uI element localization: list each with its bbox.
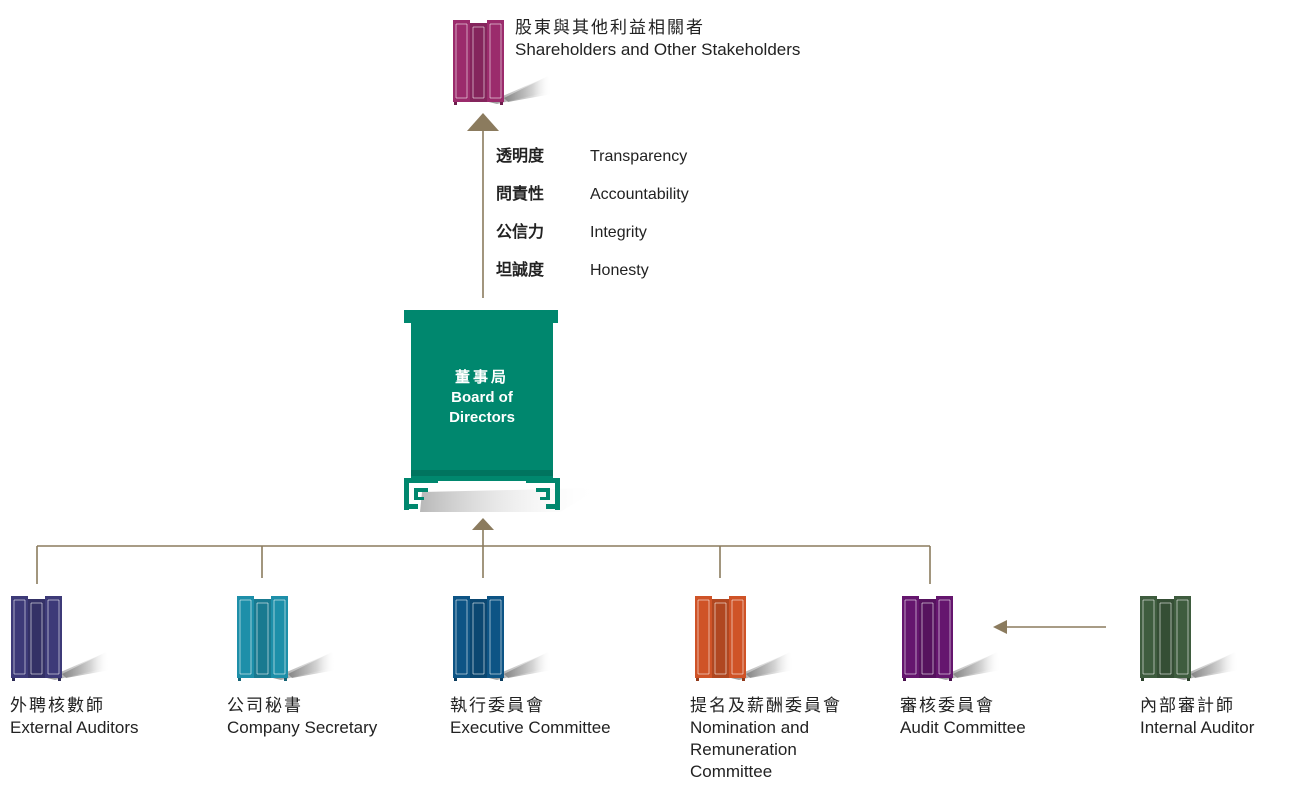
value-zh: 坦誠度 xyxy=(496,262,545,279)
node-label-internal-auditor: 內部審計師 Internal Auditor xyxy=(1140,695,1254,739)
shareholders-label: 股東與其他利益相關者 Shareholders and Other Stakeh… xyxy=(515,17,800,61)
arrowheads xyxy=(467,113,1007,634)
node-label-en: Internal Auditor xyxy=(1140,718,1255,737)
node-label-external-auditors: 外聘核數師 External Auditors xyxy=(10,695,139,739)
executive-committee-screen-icon xyxy=(453,596,552,681)
node-label-company-secretary: 公司秘書 Company Secretary xyxy=(227,695,377,739)
connector-lines xyxy=(36,126,1106,628)
value-en: Transparency xyxy=(590,148,688,165)
node-label-nomination-committee: 提名及薪酬委員會 Nomination and Remuneration Com… xyxy=(690,695,842,783)
value-en: Accountability xyxy=(590,186,689,203)
board-label: 董事局 Board of Directors xyxy=(411,368,553,428)
node-label-en: External Auditors xyxy=(10,718,139,737)
node-label-executive-committee: 執行委員會 Executive Committee xyxy=(450,695,611,739)
node-label-zh: 提名及薪酬委員會 xyxy=(690,696,842,715)
node-label-zh: 外聘核數師 xyxy=(10,696,105,715)
audit-committee-screen-icon xyxy=(902,596,1001,681)
value-zh: 透明度 xyxy=(496,148,545,165)
node-label-zh: 審核委員會 xyxy=(900,696,995,715)
arrowhead-to-board xyxy=(472,518,494,530)
node-label-en: Committee xyxy=(690,762,773,781)
node-label-en: Remuneration xyxy=(690,740,797,759)
arrowhead-to-shareholders xyxy=(467,113,499,131)
node-label-zh: 內部審計師 xyxy=(1140,696,1235,715)
node-label-en: Audit Committee xyxy=(900,718,1026,737)
value-en: Integrity xyxy=(590,224,647,241)
value-zh: 公信力 xyxy=(496,224,545,241)
board-label-en-1: Board of xyxy=(451,389,513,406)
node-label-zh: 公司秘書 xyxy=(227,696,303,715)
value-zh: 問責性 xyxy=(496,186,545,203)
shareholders-label-zh: 股東與其他利益相關者 xyxy=(515,18,705,37)
company-secretary-screen-icon xyxy=(237,596,336,681)
board-label-en-2: Directors xyxy=(449,409,515,426)
node-label-en: Executive Committee xyxy=(450,718,611,737)
shareholders-label-en: Shareholders and Other Stakeholders xyxy=(515,40,801,59)
node-label-en: Nomination and xyxy=(690,718,810,737)
value-en: Honesty xyxy=(590,262,649,279)
cabinet-icon xyxy=(404,310,600,512)
board-label-zh: 董事局 xyxy=(454,369,509,386)
nomination-committee-screen-icon xyxy=(695,596,794,681)
shareholders-screen-icon xyxy=(453,20,552,105)
node-label-en: Company Secretary xyxy=(227,718,378,737)
external-auditors-screen-icon xyxy=(11,596,110,681)
node-label-audit-committee: 審核委員會 Audit Committee xyxy=(900,695,1026,739)
internal-auditor-screen-icon xyxy=(1140,596,1239,681)
node-label-zh: 執行委員會 xyxy=(450,696,545,715)
arrowhead-to-audit-committee xyxy=(993,620,1007,634)
